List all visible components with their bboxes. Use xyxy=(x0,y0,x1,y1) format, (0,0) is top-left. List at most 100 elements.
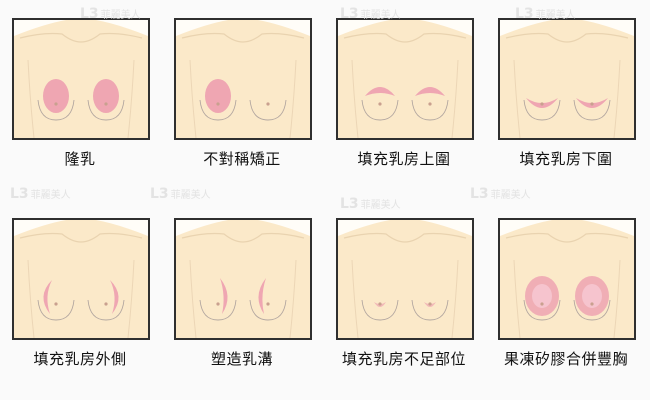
arm-line xyxy=(451,259,459,338)
breast-contour xyxy=(249,99,287,121)
arm-line xyxy=(289,259,297,338)
torso-shape xyxy=(14,20,148,138)
torso-shape xyxy=(338,220,472,338)
procedure-label: 隆乳 xyxy=(64,150,96,168)
arm-line xyxy=(27,59,35,138)
implant-fill xyxy=(43,79,69,113)
fill-region xyxy=(258,278,266,314)
arm-line xyxy=(189,59,197,138)
torso-illustration xyxy=(500,20,634,138)
breast-contour xyxy=(573,99,611,121)
nipple xyxy=(540,102,544,106)
illustration-frame xyxy=(12,18,150,140)
procedure-label: 填充乳房上圍 xyxy=(357,150,451,168)
collarbone-line xyxy=(505,232,629,243)
torso-illustration xyxy=(14,20,148,138)
procedure-card: 填充乳房外側 xyxy=(0,200,160,368)
breast-contour xyxy=(411,99,449,121)
breast-contour xyxy=(573,299,611,321)
procedure-card: 填充乳房上圍 xyxy=(324,0,484,168)
breast-contour xyxy=(361,299,399,321)
torso-illustration xyxy=(176,220,310,338)
breast-contour xyxy=(249,299,287,321)
torso-shape xyxy=(176,20,310,138)
collarbone-line xyxy=(343,232,467,243)
arm-line xyxy=(351,259,359,338)
breast-contour xyxy=(411,299,449,321)
arm-line xyxy=(451,59,459,138)
illustration-frame xyxy=(336,18,474,140)
nipple xyxy=(266,302,270,306)
torso-illustration xyxy=(338,20,472,138)
arm-line xyxy=(127,259,135,338)
implant-fill xyxy=(205,79,231,113)
implant-core xyxy=(532,284,552,308)
procedure-card: 不對稱矯正 xyxy=(162,0,322,168)
procedure-label: 填充乳房不足部位 xyxy=(341,350,466,368)
torso-shape xyxy=(176,220,310,338)
breast-contour xyxy=(199,99,237,121)
fill-region xyxy=(110,280,119,314)
torso-shape xyxy=(500,20,634,138)
nipple xyxy=(428,102,432,106)
fill-region xyxy=(220,278,228,314)
breast-contour xyxy=(523,99,561,121)
nipple xyxy=(104,102,108,106)
arm-line xyxy=(513,59,521,138)
breast-contour xyxy=(361,99,399,121)
nipple xyxy=(54,302,58,306)
torso-illustration xyxy=(500,220,634,338)
breast-contour xyxy=(199,299,237,321)
arm-line xyxy=(613,59,621,138)
illustration-frame xyxy=(174,18,312,140)
procedure-card: 隆乳 xyxy=(0,0,160,168)
nipple xyxy=(590,302,594,306)
arm-line xyxy=(127,59,135,138)
torso-shape xyxy=(14,220,148,338)
arm-line xyxy=(513,259,521,338)
nipple xyxy=(378,102,382,106)
procedure-card: 果凍矽膠合併豐胸 xyxy=(486,200,646,368)
nipple xyxy=(540,302,544,306)
nipple xyxy=(378,302,382,306)
collarbone-line xyxy=(181,232,305,243)
arm-line xyxy=(613,259,621,338)
nipple xyxy=(104,302,108,306)
torso-illustration xyxy=(14,220,148,338)
procedure-card: 塑造乳溝 xyxy=(162,200,322,368)
fill-region xyxy=(365,87,395,96)
nipple xyxy=(428,302,432,306)
breast-contour xyxy=(87,99,125,121)
breast-contour xyxy=(37,99,75,121)
arm-line xyxy=(351,59,359,138)
procedure-label: 果凍矽膠合併豐胸 xyxy=(503,350,628,368)
procedure-label: 填充乳房下圍 xyxy=(519,150,613,168)
breast-contour xyxy=(87,299,125,321)
torso-illustration xyxy=(176,20,310,138)
breast-contour xyxy=(37,299,75,321)
procedure-card: 填充乳房不足部位 xyxy=(324,200,484,368)
collarbone-line xyxy=(19,32,143,43)
illustration-frame xyxy=(336,218,474,340)
nipple xyxy=(216,302,220,306)
collarbone-line xyxy=(19,232,143,243)
breast-contour xyxy=(523,299,561,321)
arm-line xyxy=(289,59,297,138)
illustration-frame xyxy=(12,218,150,340)
implant-core xyxy=(582,284,602,308)
nipple xyxy=(590,102,594,106)
fill-region xyxy=(415,87,445,96)
torso-shape xyxy=(338,20,472,138)
illustration-frame xyxy=(498,18,636,140)
nipple xyxy=(216,102,220,106)
procedure-label: 填充乳房外側 xyxy=(33,350,127,368)
torso-shape xyxy=(500,220,634,338)
collarbone-line xyxy=(343,32,467,43)
torso-illustration xyxy=(338,220,472,338)
implant-fill xyxy=(93,79,119,113)
arm-line xyxy=(189,259,197,338)
procedure-label: 塑造乳溝 xyxy=(210,350,273,368)
illustration-frame xyxy=(174,218,312,340)
collarbone-line xyxy=(505,32,629,43)
